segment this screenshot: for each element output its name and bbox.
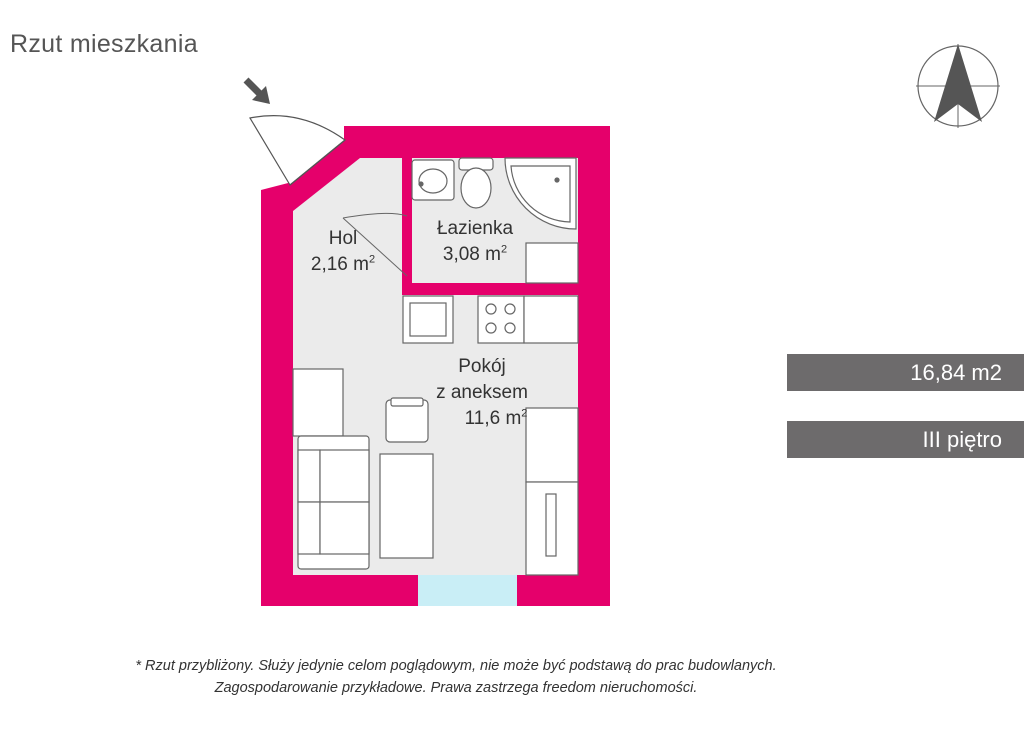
room-label-hol: Hol 2,16 m2 (298, 226, 388, 278)
room-area: 2,16 m2 (310, 253, 376, 275)
room-name: Łazienka (436, 218, 514, 239)
bathroom-door (342, 212, 408, 277)
arrow-down-right-icon (243, 77, 270, 104)
room-label-lazienka: Łazienka 3,08 m2 (420, 216, 530, 268)
north-arrow-icon (916, 44, 1000, 128)
bathroom-fixtures (411, 157, 579, 284)
room-name: Pokój (458, 356, 506, 377)
total-area-badge: 16,84 m2 (787, 354, 1024, 391)
room-furniture (292, 368, 579, 576)
disclaimer-line-2: Zagospodarowanie przykładowe. Prawa zast… (214, 680, 698, 696)
floor-badge: III piętro (787, 421, 1024, 458)
room-name: Hol (328, 228, 358, 249)
kitchen-fixtures (402, 295, 579, 344)
window (418, 575, 517, 606)
interior-walls (402, 156, 610, 295)
room-name-2: z aneksem (436, 382, 528, 403)
page-title: Rzut mieszkania (10, 30, 198, 58)
room-area: 11,6 m2 (464, 407, 528, 429)
entry-door (249, 115, 346, 186)
room-label-pokoj: Pokój z aneksem 11,6 m2 (418, 354, 546, 432)
room-area: 3,08 m2 (442, 243, 508, 265)
disclaimer-line-1: * Rzut przybliżony. Służy jedynie celom … (135, 658, 777, 674)
